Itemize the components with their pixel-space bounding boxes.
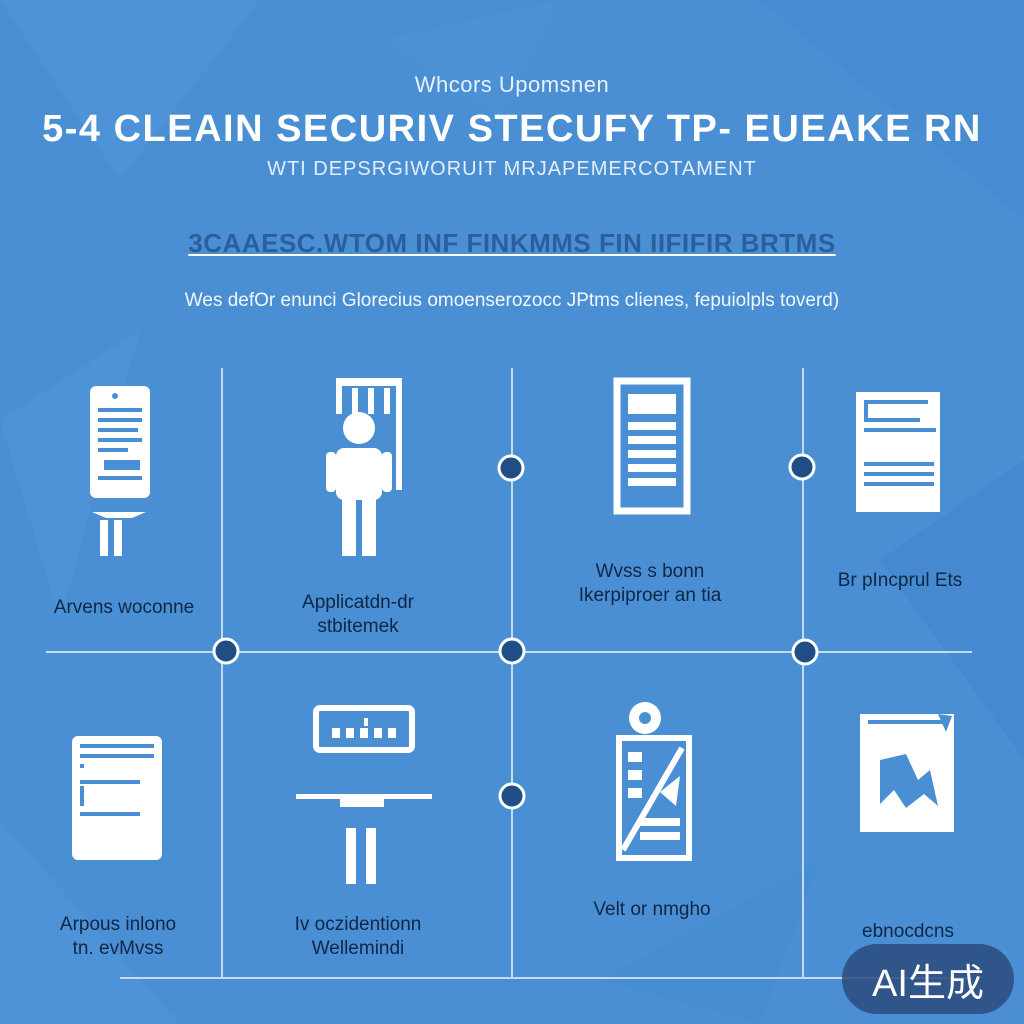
form-sheet-icon [613, 377, 691, 515]
grid-node [497, 454, 525, 482]
person-at-board-icon [326, 378, 402, 556]
grid-node [498, 637, 526, 665]
page-subtitle: WTI DEPSRGIWORUIT MRJAPEMERCOTAMENT [267, 158, 757, 180]
section-title: 3CAAESC.WTOM INF FINKMMS FIN IIFIFIR BRT… [188, 228, 836, 258]
eyebrow-text: Whcors Upomsnen [414, 72, 610, 97]
page-title: 5-4 CLEAIN SECURIV STECUFY TP- EUEAKE RN [42, 108, 982, 150]
person-at-keyboard-icon [296, 705, 432, 884]
browser-window-icon [856, 392, 940, 512]
cell-label: Wvss s bonn Ikerpiproer an tia [578, 561, 722, 606]
ai-generated-badge: AI生成 [842, 944, 1014, 1014]
cell-label: Applicatdn-dr stbitemek [302, 592, 414, 637]
cell-label: Iv oczidentionn Wellemindi [294, 914, 422, 959]
grid-node [212, 637, 240, 665]
tagline: Wes defOr enunci Glorecius omoenserozocc… [184, 290, 840, 311]
cell-label: Arpous inlono tn. evMvss [59, 914, 177, 959]
cell-label: Br pIncprul Ets [837, 570, 963, 591]
map-panel-icon [860, 714, 954, 832]
grid-node [791, 638, 819, 666]
cell-label: Velt or nmgho [593, 899, 711, 920]
document-list-icon [72, 736, 162, 860]
grid-node [788, 453, 816, 481]
cell-label: ebnocdcns [862, 921, 954, 942]
locked-document-icon [616, 702, 692, 861]
document-clipboard-icon [90, 386, 150, 556]
grid-nodes [212, 453, 819, 810]
cell-label: Arvens woconne [53, 597, 195, 618]
grid-node [498, 782, 526, 810]
